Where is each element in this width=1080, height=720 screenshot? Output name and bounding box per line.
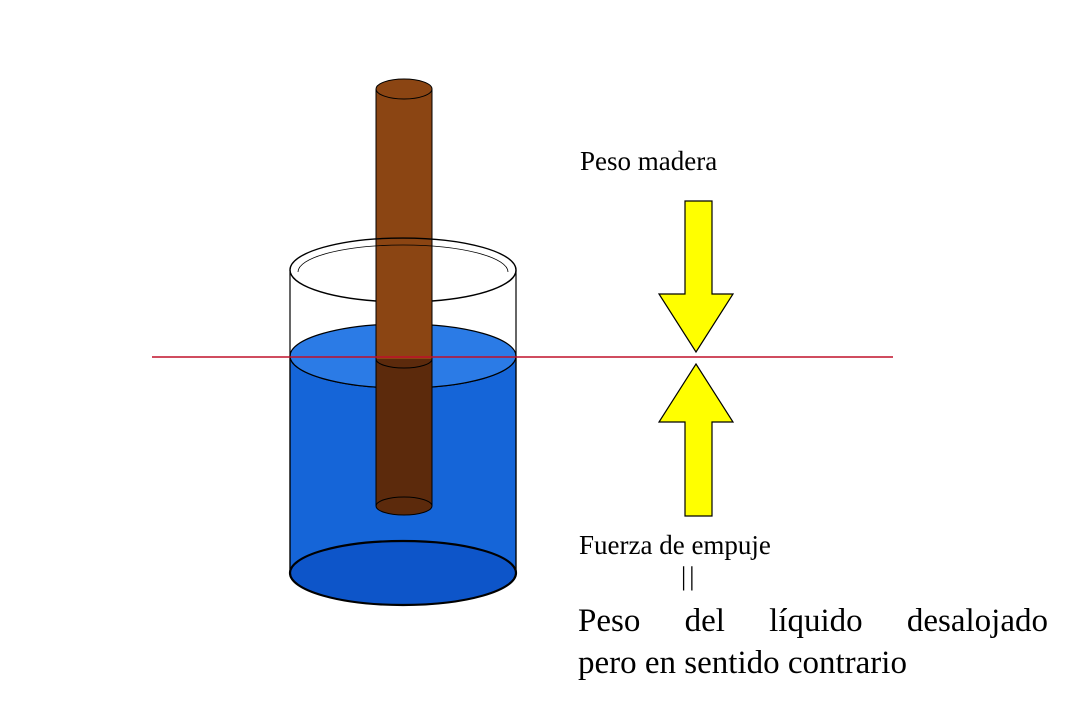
wood-stick-submerged [375, 358, 433, 516]
label-fuerza-empuje: Fuerza de empuje [579, 530, 771, 560]
wood-bottom-end [375, 496, 433, 516]
glass-container [289, 237, 517, 573]
caption-line-1: Peso del líquido desalojado [578, 603, 1048, 639]
wood-stick-above [375, 78, 433, 369]
glass-rim-back [289, 237, 517, 271]
caption: Peso del líquido desalojado pero en sent… [578, 600, 1048, 684]
equality-sign: || [681, 562, 698, 591]
wood-top-end [375, 78, 433, 100]
up-arrow-icon [657, 362, 735, 517]
glass-rim-inner [297, 244, 509, 273]
wood-submerged-body [376, 358, 432, 506]
caption-line-2: pero en sentido contrario [578, 645, 907, 681]
label-peso-madera: Peso madera [580, 146, 718, 176]
water-bottom [288, 539, 518, 607]
wood-body [376, 89, 432, 359]
glass-rim-front-right [431, 269, 517, 302]
down-arrow-icon [657, 200, 735, 354]
glass-rim-front [289, 269, 377, 302]
wood-waterline-ring [375, 358, 433, 369]
